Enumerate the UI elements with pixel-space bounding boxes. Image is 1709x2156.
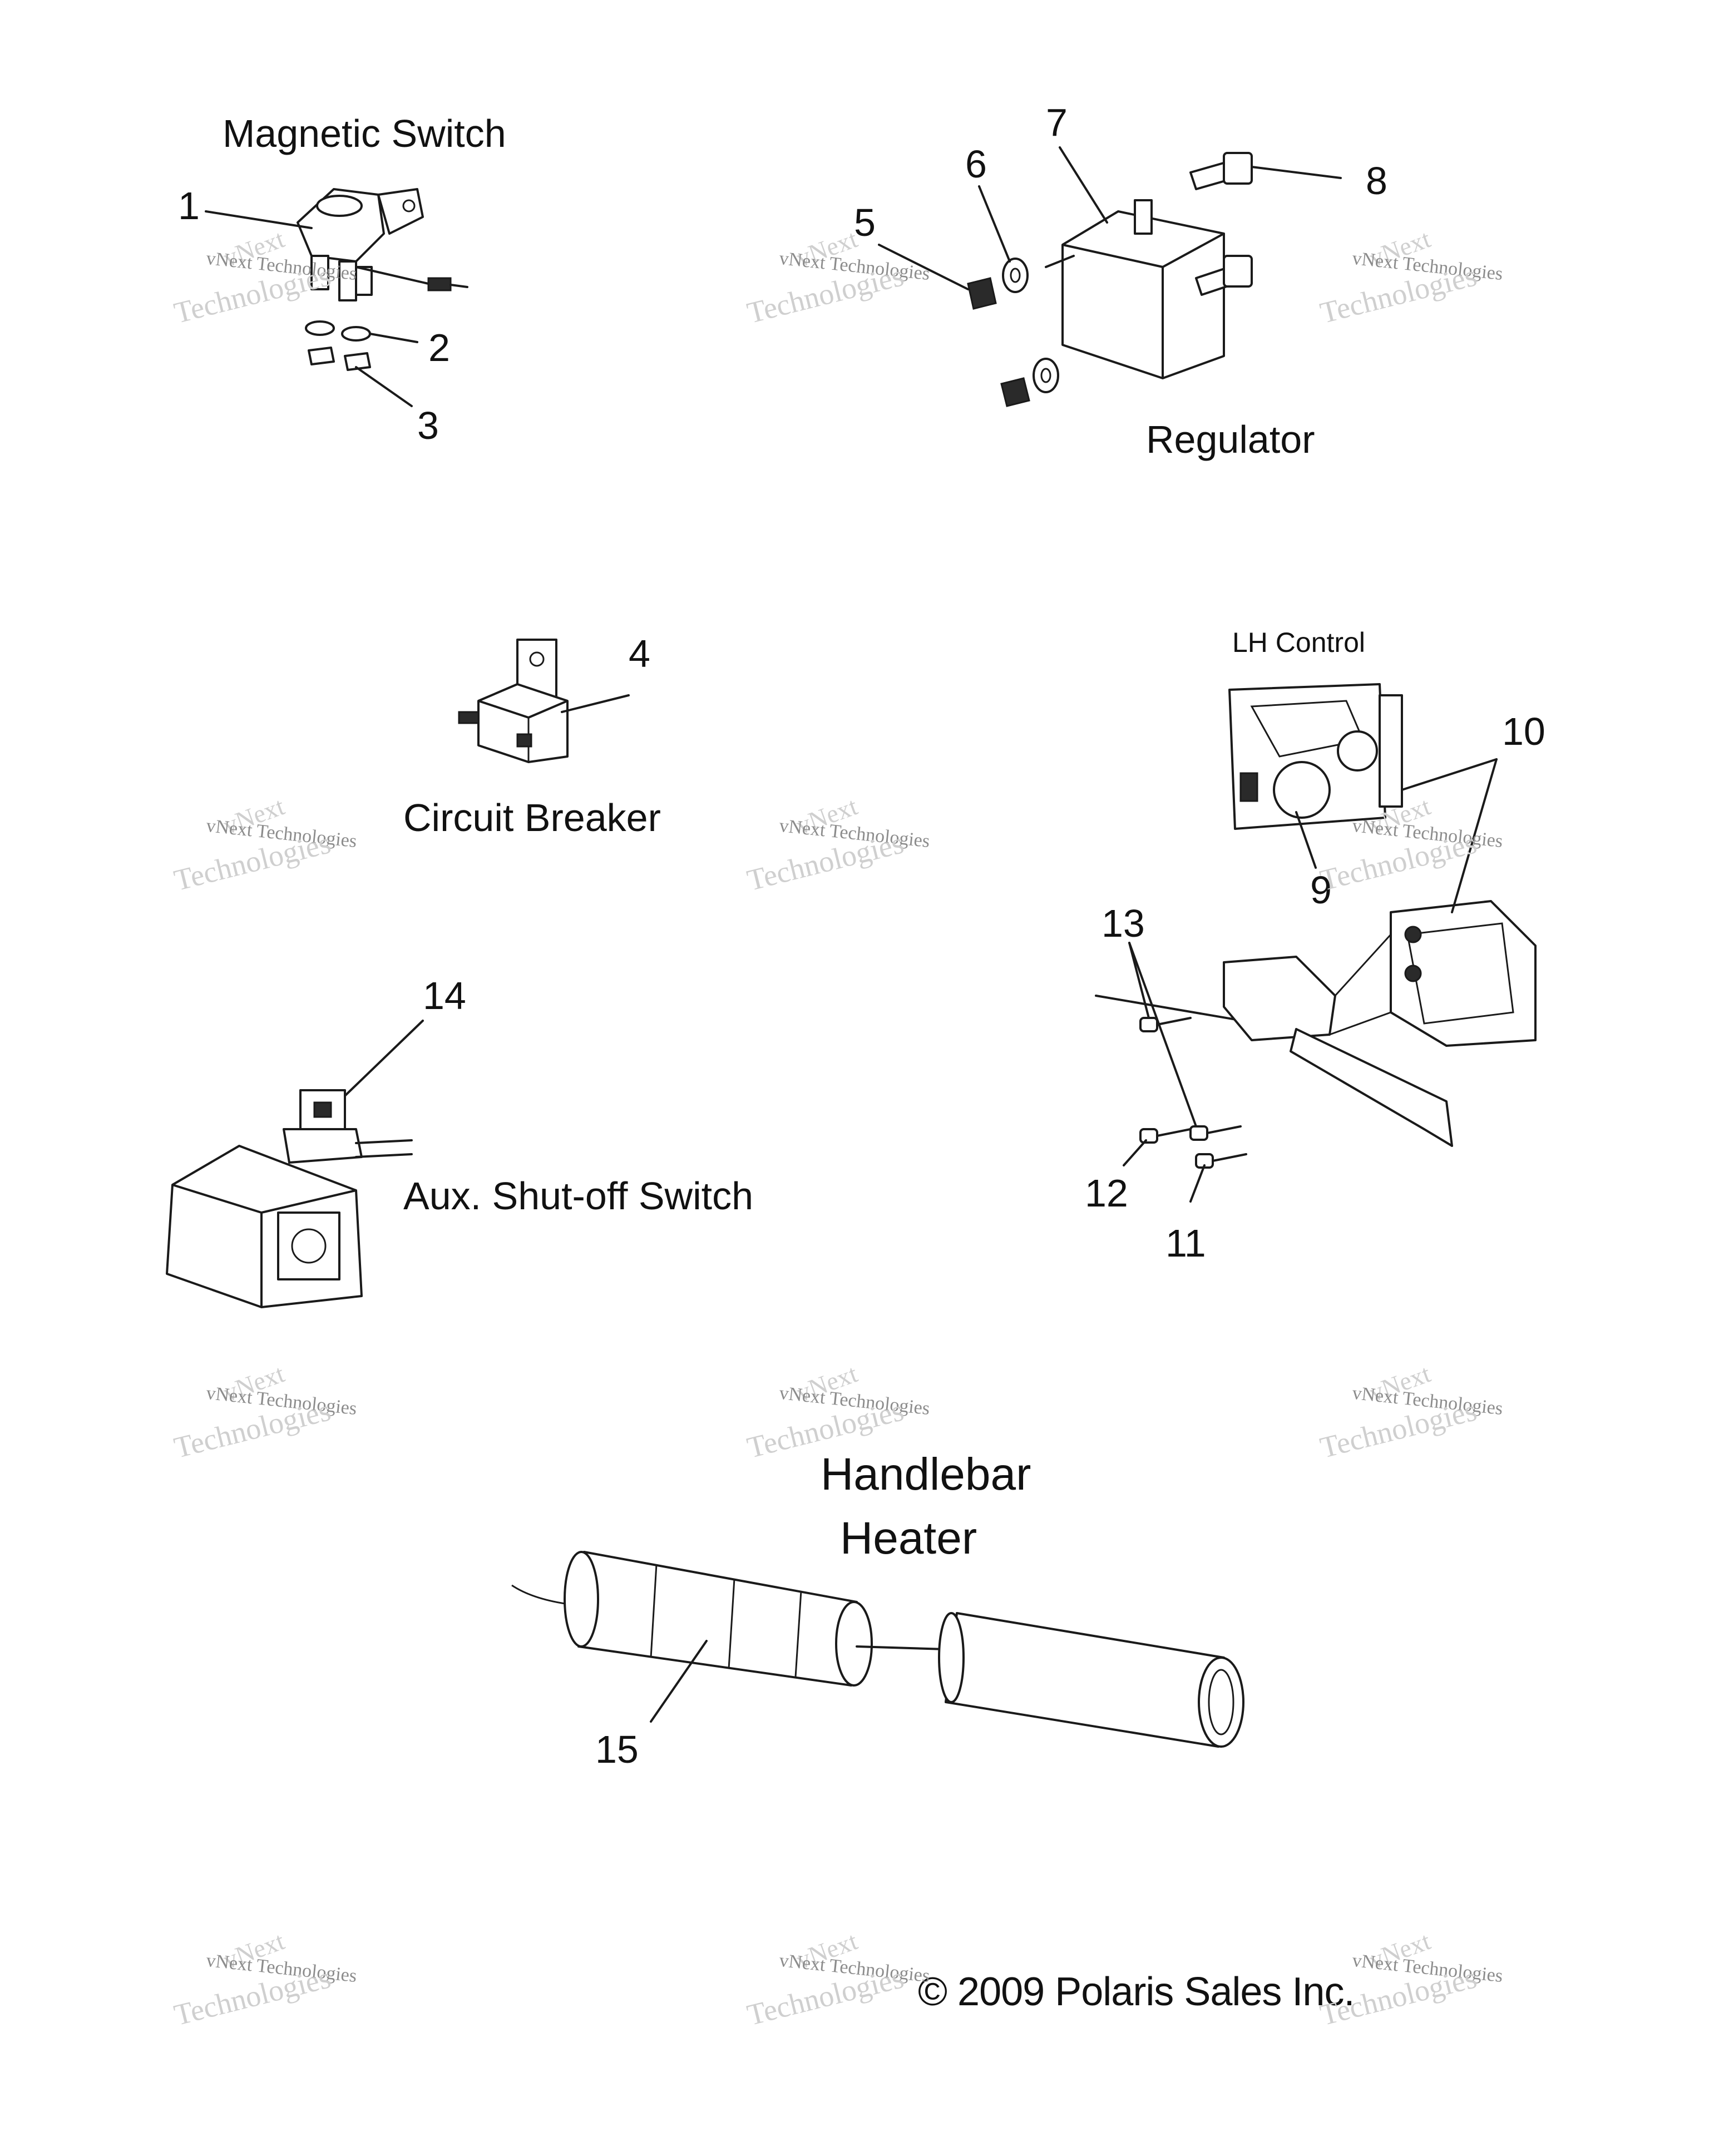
callout-3: 3 [417,404,439,447]
leader-lines [205,146,1498,1723]
callout-11: 11 [1165,1222,1206,1265]
circuit-breaker-title: Circuit Breaker [403,796,661,839]
callout-6: 6 [965,142,987,186]
callout-7: 7 [1046,101,1068,144]
lh-control-title: LH Control [1232,627,1365,658]
lh-control-drawing [1228,683,1403,830]
handlebar-heater-title-line2: Heater [840,1513,977,1564]
callout-9: 9 [1310,868,1332,912]
copyright-notice: © 2009 Polaris Sales Inc. [918,1970,1355,2014]
handlebar-heater-title-line1: Handlebar [821,1449,1031,1500]
bolts-drawing [1189,152,1253,296]
callout-4: 4 [629,632,650,675]
regulator-nuts-drawing [967,258,1059,407]
magnetic-switch-title: Magnetic Switch [223,112,506,155]
callout-10: 10 [1502,710,1545,753]
circuit-breaker-drawing [458,639,569,763]
handlebar-heater-drawing [511,1551,1244,1748]
callout-15: 15 [595,1728,639,1771]
callout-8: 8 [1366,159,1387,202]
nuts-washers-drawing [305,320,371,371]
callout-5: 5 [854,201,876,244]
callout-2: 2 [428,326,450,369]
aux-switch-drawing [166,1089,413,1308]
aux-shutoff-title: Aux. Shut-off Switch [403,1174,754,1218]
regulator-title: Regulator [1146,418,1315,461]
magnetic-switch-drawing [297,188,468,301]
lh-control-assembly-drawing [1095,900,1537,1147]
callout-14: 14 [423,974,466,1017]
screws-drawing [1139,1017,1247,1169]
callout-13: 13 [1102,902,1145,945]
callout-12: 12 [1085,1171,1128,1215]
regulator-drawing [1045,199,1225,379]
callout-1: 1 [178,184,200,228]
